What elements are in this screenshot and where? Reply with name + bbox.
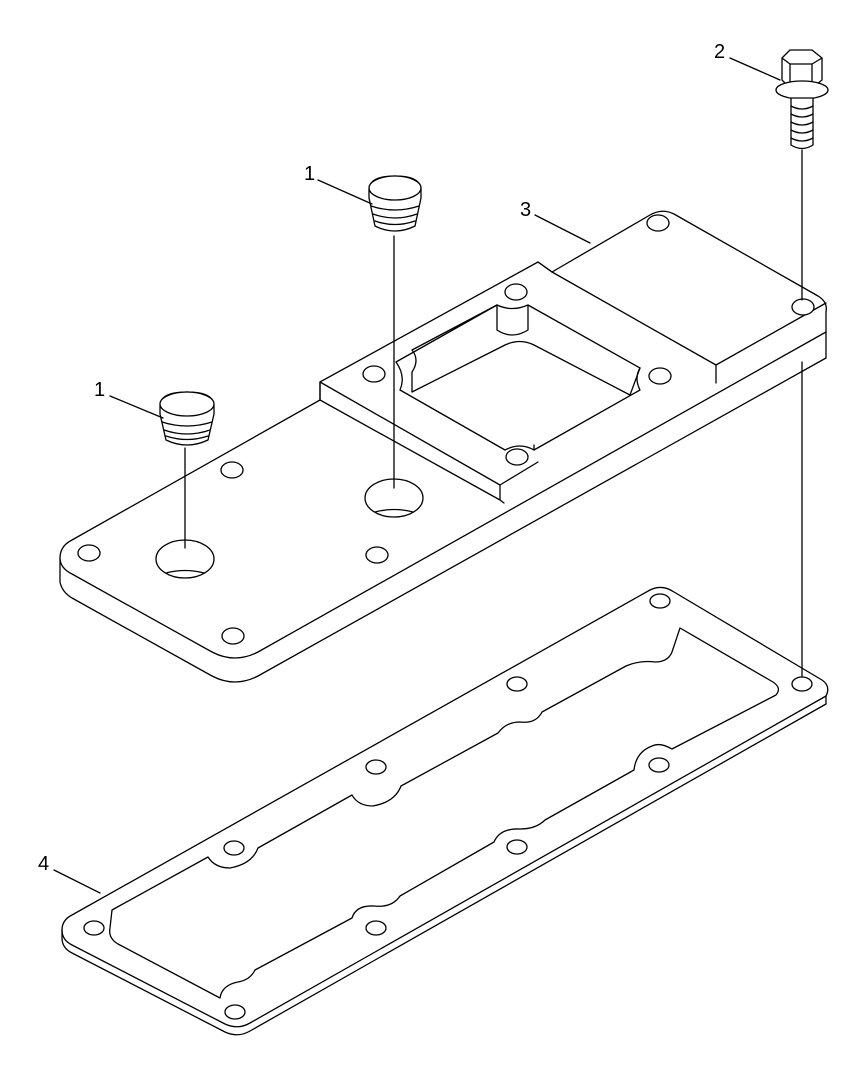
plug-left (159, 391, 215, 549)
cover-plate-face (59, 210, 827, 659)
gasket-bolt-holes (83, 593, 813, 1020)
cover-port (395, 304, 641, 451)
gasket-edge (61, 695, 827, 1036)
flange-bolt-icon (775, 49, 829, 150)
gasket (61, 586, 829, 1036)
callout-leaders (53, 57, 781, 894)
callout-gasket: 4 (38, 853, 49, 875)
callout-plug-left: 1 (94, 379, 105, 401)
callout-plug-center: 1 (304, 163, 315, 185)
plug-center (368, 175, 422, 489)
flange-bolt (775, 49, 829, 677)
cover-plate (59, 210, 827, 683)
callout-cover: 3 (520, 199, 531, 221)
plug-bores (155, 478, 424, 579)
cover-bolt-holes (77, 214, 815, 645)
flange-step (319, 261, 827, 501)
gasket-opening (109, 627, 780, 999)
callout-bolt: 2 (714, 41, 725, 63)
